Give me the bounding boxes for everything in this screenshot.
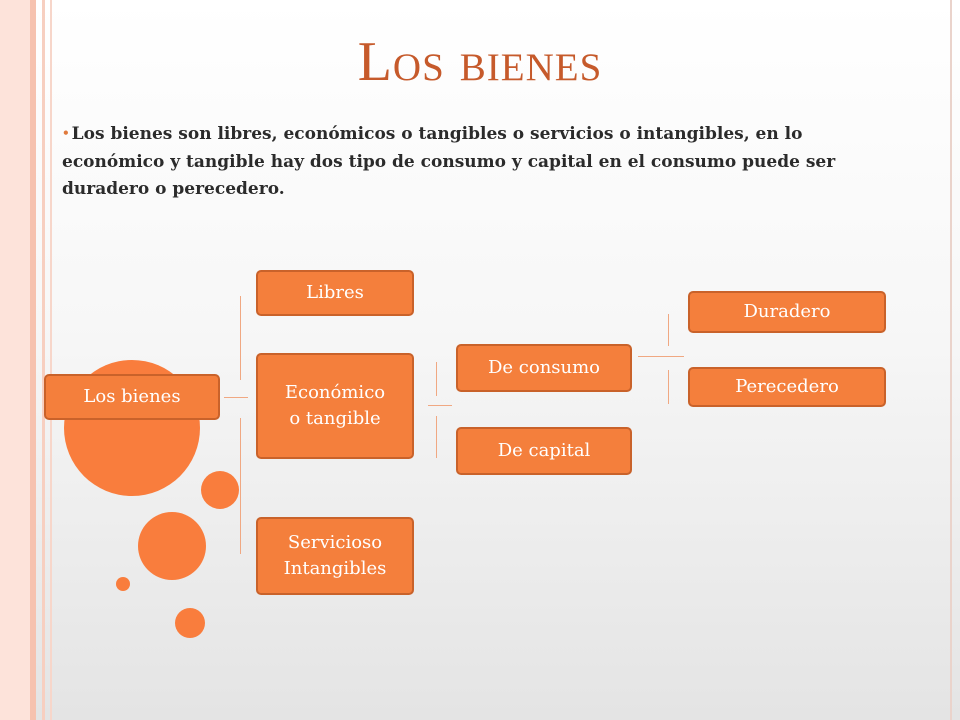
connector-line — [240, 296, 241, 380]
node-label: Duradero — [743, 301, 831, 322]
slide-title: Los bienes — [357, 31, 603, 93]
decorative-stripe — [0, 0, 30, 720]
connector-line — [224, 397, 248, 398]
node-de-consumo: De consumo — [456, 344, 632, 392]
node-label-line1: Económico — [284, 382, 386, 403]
node-label: Perecedero — [735, 376, 839, 397]
decorative-circle — [175, 608, 205, 638]
connector-line — [668, 370, 669, 404]
node-economico: Económico o tangible — [256, 353, 414, 459]
bullet-text: Los bienes son libres, económicos o tang… — [62, 124, 836, 199]
decorative-stripe — [30, 0, 36, 720]
node-duradero: Duradero — [688, 291, 886, 333]
bullet-paragraph: •Los bienes son libres, económicos o tan… — [62, 121, 892, 203]
node-label: Libres — [306, 282, 364, 303]
node-label-line1: Servicioso — [287, 532, 383, 553]
node-label: De consumo — [487, 357, 601, 378]
decorative-stripe — [50, 0, 52, 720]
connector-line — [428, 405, 452, 406]
connector-line — [240, 418, 241, 554]
connector-line — [436, 416, 437, 458]
node-label-line2: o tangible — [289, 408, 381, 429]
connector-line — [668, 314, 669, 346]
node-label: De capital — [497, 440, 591, 461]
decorative-circle — [116, 577, 130, 591]
node-label: Los bienes — [83, 386, 181, 407]
node-de-capital: De capital — [456, 427, 632, 475]
decorative-circle — [138, 512, 206, 580]
node-libres: Libres — [256, 270, 414, 316]
node-servicios: Servicioso Intangibles — [256, 517, 414, 595]
node-los-bienes: Los bienes — [44, 374, 220, 420]
node-perecedero: Perecedero — [688, 367, 886, 407]
decorative-border — [950, 0, 952, 720]
node-label-line2: Intangibles — [283, 558, 387, 579]
decorative-circle — [201, 471, 239, 509]
connector-line — [638, 356, 684, 357]
connector-line — [436, 362, 437, 396]
decorative-stripe — [42, 0, 45, 720]
bullet-icon: • — [62, 126, 70, 140]
